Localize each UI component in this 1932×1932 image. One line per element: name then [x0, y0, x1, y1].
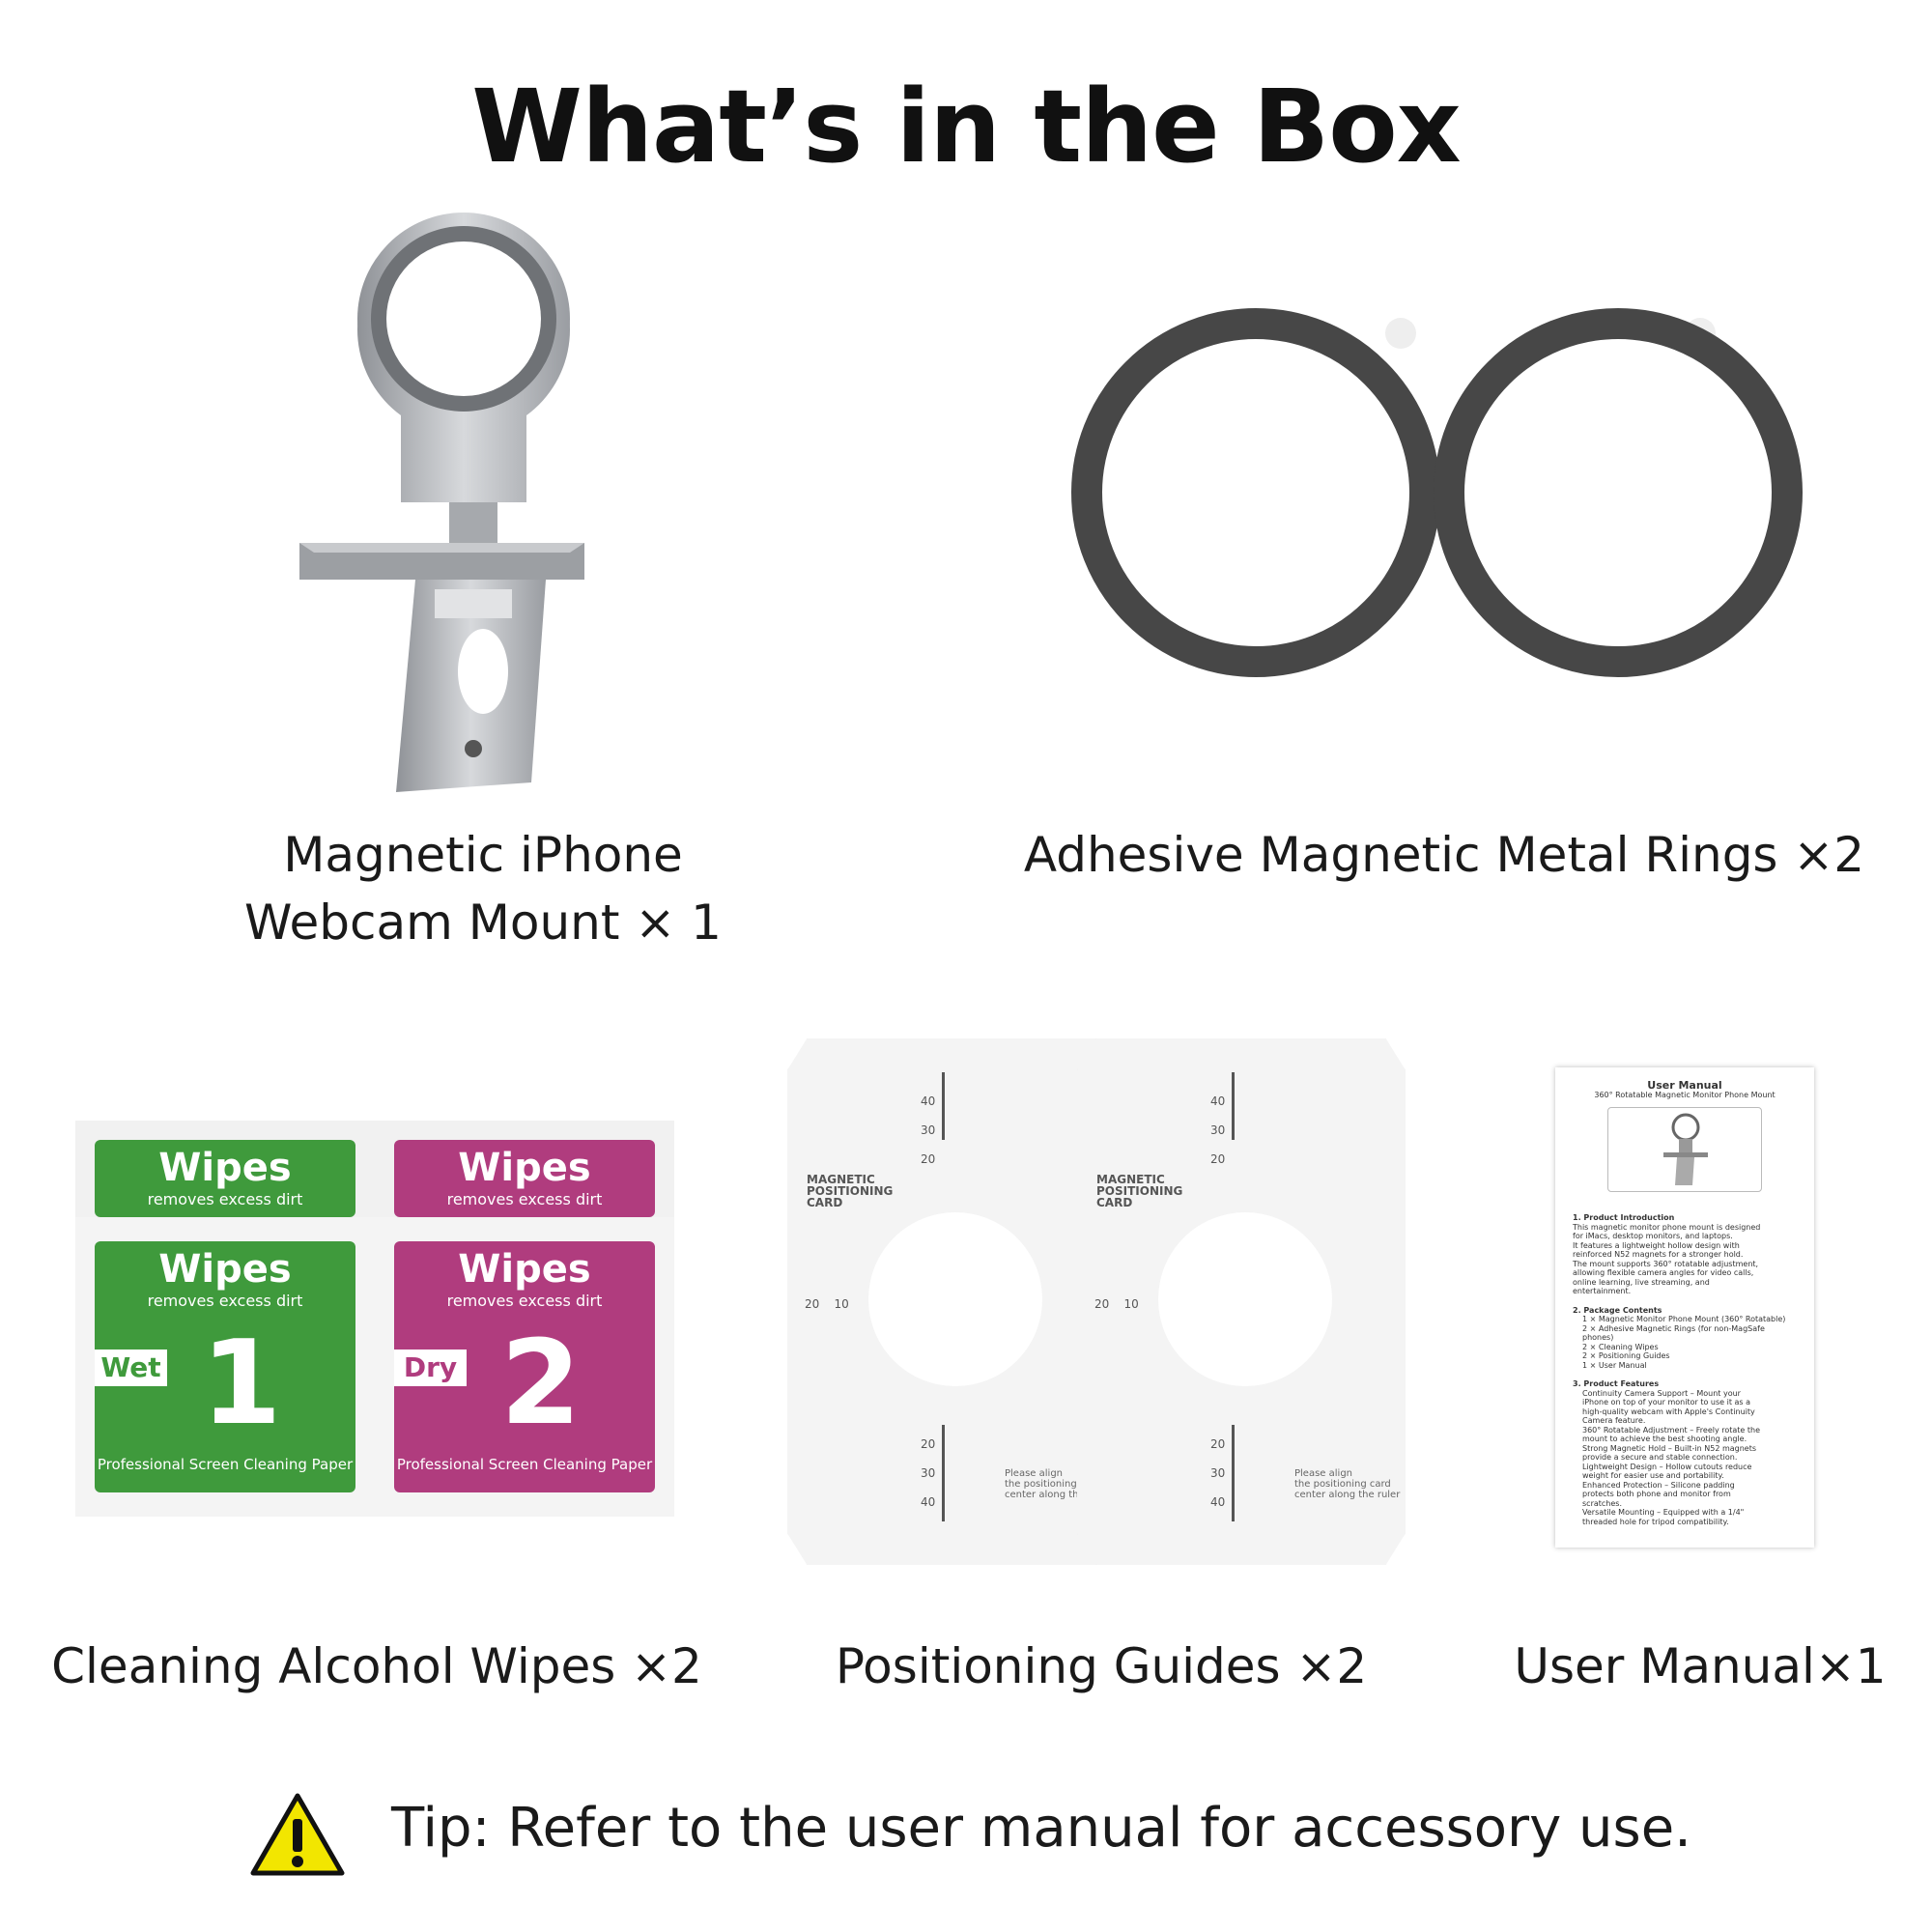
wet-tag: Wet: [95, 1350, 167, 1386]
rings-label: Adhesive Magnetic Metal Rings ×2: [1023, 827, 1865, 883]
wet-pack-top-title: Wipes: [158, 1146, 292, 1190]
tick-top-20: 20: [921, 1152, 936, 1166]
card-note-1: Please align: [1005, 1468, 1063, 1479]
positioning-guides-image: MAGNETIC POSITIONING CARD 40 30 20 20 30…: [787, 1038, 1425, 1575]
tick-side-10: 10: [834, 1297, 849, 1311]
dry-tag: Dry: [394, 1350, 467, 1386]
manual-label: User Manual×1: [1514, 1638, 1887, 1694]
dry-pack-title: Wipes: [458, 1247, 591, 1292]
manual-heading: User Manual: [1647, 1079, 1722, 1092]
wet-pack-top-subtitle: removes excess dirt: [147, 1190, 303, 1208]
tick-top-20: 20: [1210, 1152, 1226, 1166]
manual-sec1-title: 1. Product Introduction: [1573, 1213, 1675, 1222]
manual-sec3-line: Lightweight Design – Hollow cutouts redu…: [1582, 1462, 1752, 1471]
card-note-2: the positioning card: [1005, 1479, 1101, 1490]
manual-sec2-line: 2 × Positioning Guides: [1582, 1351, 1670, 1360]
mount-label-line2: Webcam Mount × 1: [244, 895, 722, 951]
manual-sec3-line: Versatile Mounting – Equipped with a 1/4…: [1582, 1508, 1745, 1517]
manual-sec3-line: threaded hole for tripod compatibility.: [1582, 1517, 1729, 1526]
card-note-3: center along the ruler: [1294, 1490, 1401, 1500]
manual-sec3-line: scratches.: [1582, 1498, 1622, 1508]
manual-sec3-line: Strong Magnetic Hold – Built-in N52 magn…: [1582, 1443, 1757, 1453]
manual-sec3-line: mount to achieve the best shooting angle…: [1582, 1435, 1747, 1443]
tick-bottom-20: 20: [921, 1437, 936, 1451]
dry-pack-top-subtitle: removes excess dirt: [446, 1190, 603, 1208]
metal-rings-image: [1071, 308, 1803, 677]
card-note-1: Please align: [1294, 1468, 1352, 1479]
card-note-3: center along the ruler: [1005, 1490, 1111, 1500]
manual-sec3-line: weight for easier use and portability.: [1582, 1471, 1724, 1480]
tick-side-20: 20: [1094, 1297, 1110, 1311]
wet-pack-footer: Professional Screen Cleaning Paper: [97, 1456, 354, 1473]
warning-triangle-icon: [250, 1793, 345, 1876]
manual-sec3-line: 360° Rotatable Adjustment – Freely rotat…: [1582, 1425, 1761, 1435]
manual-sec1-line: entertainment.: [1573, 1287, 1632, 1295]
tick-bottom-40: 40: [1210, 1495, 1226, 1509]
tick-bottom-30: 30: [921, 1466, 936, 1480]
tick-side-10: 10: [1123, 1297, 1139, 1311]
card-title-3: CARD: [807, 1196, 843, 1209]
card-title-1: MAGNETIC: [807, 1173, 875, 1186]
manual-sec2-line: 2 × Cleaning Wipes: [1582, 1342, 1659, 1351]
manual-product-thumbnail: [1607, 1107, 1762, 1192]
manual-sec2-line: 1 × User Manual: [1582, 1360, 1647, 1370]
dry-pack-top-title: Wipes: [458, 1146, 591, 1190]
user-manual-image: User Manual 360° Rotatable Magnetic Moni…: [1555, 1067, 1814, 1548]
wet-wipe-pack: Wipes removes excess dirt Wet 1 Professi…: [95, 1241, 355, 1492]
wet-pack-subtitle: removes excess dirt: [147, 1292, 303, 1310]
manual-sec1-line: online learning, live streaming, and: [1573, 1277, 1710, 1287]
webcam-mount-image: [299, 213, 584, 792]
card-title-3: CARD: [1096, 1196, 1133, 1209]
manual-sec3-line: provide a secure and stable connection.: [1582, 1453, 1738, 1462]
dry-number: 2: [500, 1317, 582, 1451]
manual-sec1-line: This magnetic monitor phone mount is des…: [1573, 1222, 1761, 1232]
mount-label-line1: Magnetic iPhone: [283, 827, 683, 883]
manual-sec3-title: 3. Product Features: [1573, 1379, 1660, 1388]
manual-sec3-line: Enhanced Protection – Silicone padding: [1582, 1480, 1735, 1490]
wet-number: 1: [201, 1317, 282, 1451]
manual-sec2-line: 1 × Magnetic Monitor Phone Mount (360° R…: [1582, 1315, 1786, 1323]
card-title-2: POSITIONING: [1096, 1184, 1183, 1198]
positioning-card: MAGNETIC POSITIONING CARD 40 30 20 20 30…: [787, 1038, 1116, 1565]
manual-sec3-line: iPhone on top of your monitor to use it …: [1582, 1398, 1751, 1406]
tick-top-30: 30: [921, 1123, 936, 1137]
manual-sec3-line: Camera feature.: [1582, 1416, 1646, 1425]
wipes-image: Wipes removes excess dirt Wipes removes …: [75, 1121, 674, 1517]
manual-sec1-line: It features a lightweight hollow design …: [1573, 1240, 1740, 1250]
tick-side-20: 20: [805, 1297, 820, 1311]
wipes-label: Cleaning Alcohol Wipes ×2: [51, 1638, 702, 1694]
dry-pack-subtitle: removes excess dirt: [446, 1292, 603, 1310]
manual-subheading: 360° Rotatable Magnetic Monitor Phone Mo…: [1594, 1090, 1776, 1099]
page-title: What’s in the Box: [471, 68, 1461, 185]
guides-label: Positioning Guides ×2: [835, 1638, 1368, 1694]
manual-sec1-line: reinforced N52 magnets for a stronger ho…: [1573, 1250, 1744, 1259]
manual-sec2-title: 2. Package Contents: [1573, 1305, 1662, 1315]
dry-wipe-pack: Wipes removes excess dirt Dry 2 Professi…: [394, 1241, 655, 1492]
tick-top-30: 30: [1210, 1123, 1226, 1137]
wet-pack-title: Wipes: [158, 1247, 292, 1292]
manual-sec3-line: Continuity Camera Support – Mount your: [1582, 1388, 1741, 1398]
dry-pack-footer: Professional Screen Cleaning Paper: [396, 1456, 653, 1473]
card-title-1: MAGNETIC: [1096, 1173, 1165, 1186]
card-title-2: POSITIONING: [807, 1184, 894, 1198]
manual-sec3-line: protects both phone and monitor from: [1582, 1490, 1731, 1498]
tick-top-40: 40: [1210, 1094, 1226, 1108]
tick-bottom-40: 40: [921, 1495, 936, 1509]
positioning-card: MAGNETIC POSITIONING CARD 40 30 20 20 30…: [1077, 1038, 1406, 1565]
manual-sec1-line: for iMacs, desktop monitors, and laptops…: [1573, 1232, 1733, 1240]
manual-sec2-line: 2 × Adhesive Magnetic Rings (for non-Mag…: [1582, 1323, 1765, 1343]
tick-bottom-20: 20: [1210, 1437, 1226, 1451]
manual-sec1-line: allowing flexible camera angles for vide…: [1573, 1268, 1754, 1277]
manual-sec1-line: The mount supports 360° rotatable adjust…: [1573, 1259, 1759, 1268]
tip-text: Tip: Refer to the user manual for access…: [391, 1797, 1691, 1860]
manual-sec3-line: high-quality webcam with Apple's Continu…: [1582, 1406, 1755, 1416]
tick-bottom-30: 30: [1210, 1466, 1226, 1480]
tick-top-40: 40: [921, 1094, 936, 1108]
card-note-2: the positioning card: [1294, 1479, 1391, 1490]
